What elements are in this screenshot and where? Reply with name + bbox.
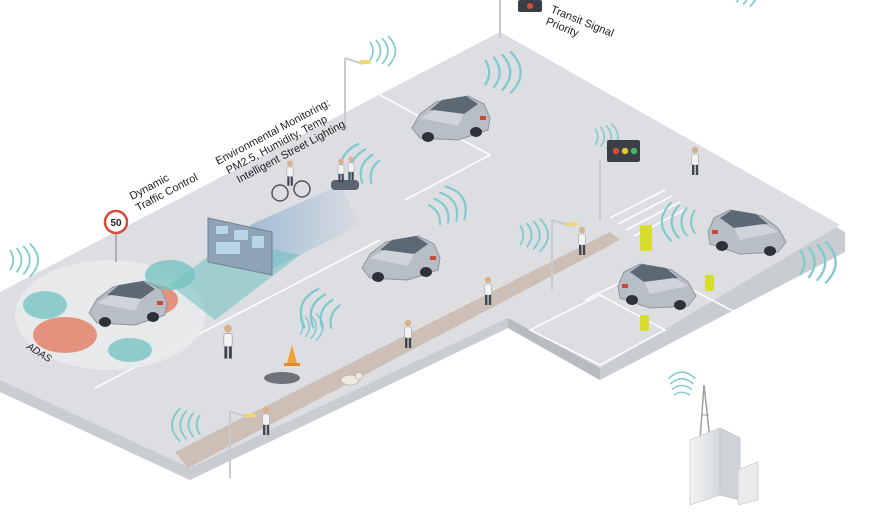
parking-charger-icon bbox=[640, 225, 714, 331]
wireless-signal-icon bbox=[369, 35, 397, 67]
display-board-icon bbox=[207, 217, 273, 276]
sidewalk bbox=[175, 232, 620, 468]
camera-beam bbox=[250, 185, 360, 270]
transit-signal-light-icon bbox=[518, 0, 542, 12]
cell-tower-icon bbox=[699, 384, 711, 441]
dog-icon bbox=[340, 372, 363, 386]
wireless-signal-icon bbox=[9, 242, 39, 278]
traffic-cone-icon bbox=[284, 345, 300, 366]
building-icon bbox=[689, 427, 759, 506]
pothole bbox=[264, 372, 300, 384]
traffic-light-icon bbox=[599, 140, 640, 220]
speed-limit-sign-icon: 50 bbox=[103, 209, 129, 262]
cyclist-icon bbox=[271, 159, 311, 202]
speed-limit-value: 50 bbox=[110, 218, 122, 229]
scooter-icon bbox=[331, 156, 359, 190]
wireless-signal-icon bbox=[667, 371, 697, 396]
transit-signal-priority-label: Transit Signal Priority bbox=[544, 4, 615, 40]
wireless-signal-icon bbox=[729, 0, 759, 8]
